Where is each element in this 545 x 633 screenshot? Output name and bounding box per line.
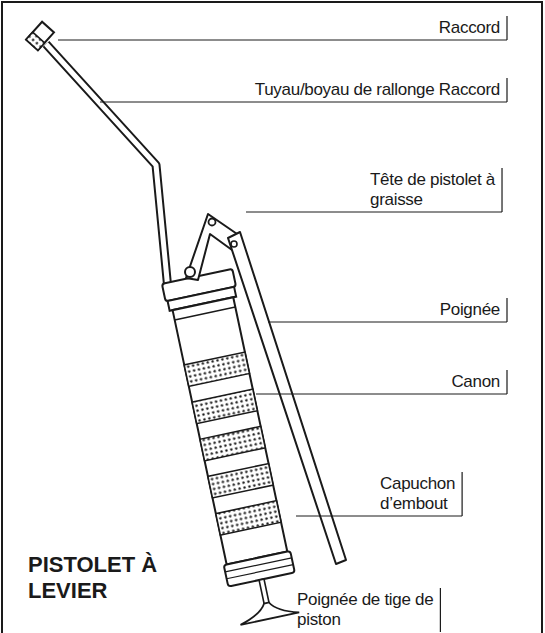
label-tick: [501, 168, 502, 212]
leader-line: [256, 394, 507, 395]
part-label: Raccord: [300, 18, 500, 38]
label-tick: [506, 298, 507, 322]
label-tick: [506, 78, 507, 102]
leader-line: [296, 516, 462, 517]
coupler: [26, 22, 54, 51]
label-tick: [506, 16, 507, 40]
leader-line: [100, 102, 507, 103]
part-label: Poignée de tige de piston: [297, 590, 462, 630]
part-label: Poignée: [380, 300, 500, 320]
part-label: Tête de pistolet à graisse: [370, 170, 500, 210]
leader-line: [246, 212, 502, 213]
part-label: Tuyau/boyau de rallonge Raccord: [170, 80, 500, 100]
part-label: Capuchon d’embout: [380, 474, 500, 514]
leader-line: [58, 40, 507, 41]
part-label: Canon: [380, 372, 500, 392]
label-tick: [440, 588, 441, 632]
leader-line: [268, 322, 507, 323]
label-tick: [506, 370, 507, 394]
lever-handle: [185, 214, 346, 564]
label-tick: [462, 472, 463, 516]
diagram-title: PISTOLET À LEVIER: [28, 552, 168, 604]
extension-pipe: [46, 44, 168, 290]
